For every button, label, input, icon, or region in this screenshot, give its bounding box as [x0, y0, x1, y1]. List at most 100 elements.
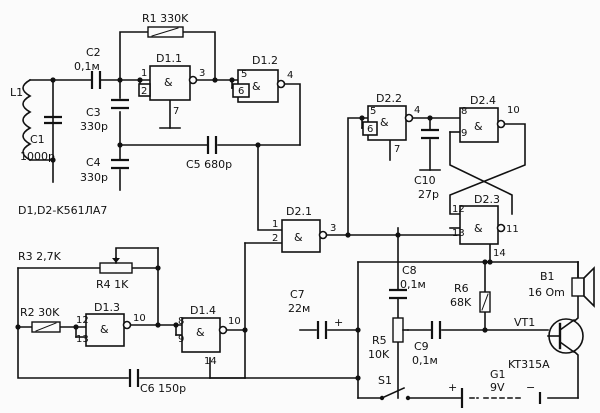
b1-label: B1 — [540, 270, 555, 283]
r5-value: 10K — [368, 348, 390, 361]
gate-d1-1-pin3: 3 — [199, 68, 205, 79]
g1-value: 9V — [490, 381, 505, 394]
gate-d2-3-pin11: 11 — [506, 224, 519, 235]
r1-label: R1 330K — [142, 12, 189, 25]
gate-d1-1-symbol: & — [164, 76, 173, 89]
c9-value: 0,1м — [412, 354, 438, 367]
gate-d2-2-pin5: 5 — [370, 106, 376, 117]
gate-d1-4-pin9: 9 — [178, 334, 184, 345]
c4-label: C4 — [86, 156, 101, 169]
gate-d2-1-label: D2.1 — [286, 205, 312, 218]
c7-value: 22м — [288, 302, 310, 315]
gate-d2-3-label: D2.3 — [474, 193, 500, 206]
speaker-b1: B1 16 Om — [528, 266, 595, 308]
c8-value: 0,1м — [400, 278, 426, 291]
gate-d2-2-pin7: 7 — [394, 144, 400, 155]
gate-d2-2-pin6: 6 — [367, 124, 373, 135]
gate-d2-2-symbol: & — [380, 116, 389, 129]
gate-d2-3-pin12: 12 — [452, 204, 465, 215]
gate-d1-4: & D1.4 8 9 10 14 — [178, 304, 241, 367]
switch-s1: S1 — [378, 374, 411, 401]
gate-d1-1-pin1: 1 — [141, 68, 147, 79]
transistor-vt1: VT1 KT315A — [508, 316, 584, 371]
c4-value: 330p — [80, 171, 108, 184]
c3-value: 330p — [80, 120, 108, 133]
inductor-l1: L1 — [10, 78, 32, 162]
r5-label: R5 — [372, 334, 387, 347]
gate-d1-4-pin10: 10 — [228, 316, 241, 327]
c7-label: C7 — [290, 288, 305, 301]
resistor-r6: R6 68K — [450, 282, 491, 313]
capacitor-c9: C9 0,1м — [412, 321, 442, 367]
c7-plus: + — [334, 316, 343, 329]
c10-value: 27p — [418, 188, 439, 201]
capacitor-c7: C7 22м + — [288, 288, 343, 339]
gate-d2-1: & D2.1 1 2 3 — [272, 205, 336, 253]
gate-d2-1-pin3: 3 — [330, 223, 336, 234]
gate-d2-3-symbol: & — [474, 222, 483, 235]
gate-d2-2-pin4: 4 — [414, 105, 420, 116]
gate-d2-1-pin1: 1 — [272, 219, 278, 230]
r2-label: R2 30K — [20, 306, 60, 319]
r3-label: R3 2,7K — [18, 250, 62, 263]
l1-label: L1 — [10, 86, 23, 99]
gate-d2-1-symbol: & — [294, 231, 303, 244]
g1-minus: − — [526, 381, 535, 394]
capacitor-c5: C5 680p — [186, 136, 232, 171]
capacitor-c4: C4 330p — [80, 156, 129, 184]
capacitor-c8: C8 0,1м — [389, 264, 426, 300]
gate-d1-1: & D1.1 1 2 3 7 — [138, 52, 205, 117]
s1-label: S1 — [378, 374, 392, 387]
gate-d1-2-symbol: & — [252, 80, 261, 93]
gate-d2-2-label: D2.2 — [376, 92, 402, 105]
gate-d1-1-label: D1.1 — [156, 52, 182, 65]
capacitor-c2: C2 0,1м — [74, 46, 102, 89]
gate-d1-2: & D1.2 5 6 4 — [232, 54, 293, 103]
chip-note: D1,D2-K561ЛА7 — [18, 204, 107, 217]
gate-d1-2-pin4: 4 — [287, 70, 293, 81]
gate-d1-3: & D1.3 12 13 10 — [76, 301, 146, 347]
gate-d2-3-pin14: 14 — [493, 248, 506, 259]
c2-label: C2 — [86, 46, 101, 59]
vt1-label: VT1 — [514, 316, 535, 329]
c3-label: C3 — [86, 106, 101, 119]
gate-d2-2: & D2.2 5 6 4 7 — [362, 92, 420, 155]
gate-d1-3-pin10: 10 — [133, 313, 146, 324]
gate-d1-2-pin5: 5 — [241, 69, 247, 80]
b1-value: 16 Om — [528, 286, 565, 299]
capacitor-c3: C3 330p — [80, 98, 129, 133]
gate-d2-4-label: D2.4 — [470, 94, 496, 107]
capacitor-c10: C10 27p — [414, 128, 439, 201]
capacitor-c1: C1 1000p — [20, 115, 62, 163]
r6-label: R6 — [454, 282, 469, 295]
gate-d2-4-symbol: & — [474, 120, 483, 133]
resistor-r3: R3 2,7K — [18, 250, 62, 263]
c10-label: C10 — [414, 174, 436, 187]
g1-label: G1 — [490, 368, 506, 381]
g1-plus: + — [448, 381, 457, 394]
gate-d1-4-label: D1.4 — [190, 304, 216, 317]
gate-d1-2-pin6: 6 — [238, 86, 244, 97]
potentiometer-r5: R5 10K — [368, 317, 409, 361]
gate-d2-1-pin2: 2 — [272, 233, 278, 244]
gate-d1-4-pin14: 14 — [204, 356, 217, 367]
vt1-value: KT315A — [508, 358, 550, 371]
gate-d2-3-pin13: 13 — [452, 228, 465, 239]
c6-label: C6 150p — [140, 382, 186, 395]
c1-label: C1 — [30, 133, 45, 146]
resistor-r1: R1 330K — [142, 12, 189, 38]
c9-label: C9 — [414, 340, 429, 353]
battery-g1: G1 9V + − — [448, 368, 542, 408]
junctions — [15, 77, 493, 381]
resistor-r2: R2 30K — [20, 306, 61, 333]
r4-label: R4 1K — [96, 278, 129, 291]
c1-value: 1000p — [20, 150, 55, 163]
gate-d2-4-pin9: 9 — [461, 128, 467, 139]
gate-d1-2-label: D1.2 — [252, 54, 278, 67]
capacitor-c6: C6 150p — [128, 369, 186, 395]
gate-d1-3-symbol: & — [100, 323, 109, 336]
c5-label: C5 680p — [186, 158, 232, 171]
gate-d1-1-pin7: 7 — [173, 106, 179, 117]
gate-d1-1-pin2: 2 — [141, 86, 147, 97]
